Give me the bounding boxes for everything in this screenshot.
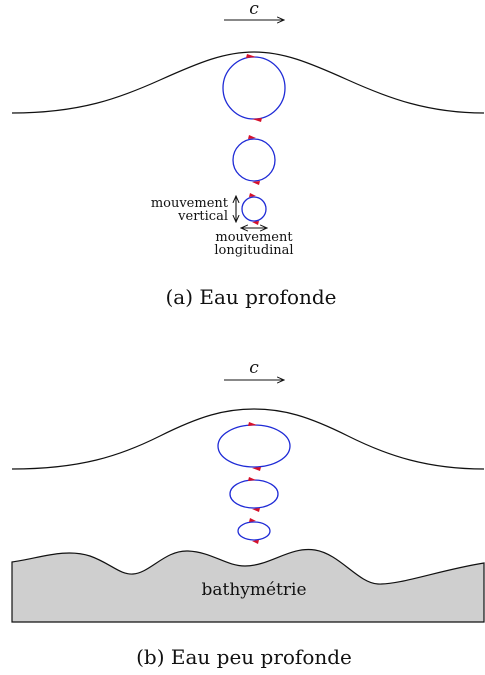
orbit-direction-arrowhead [252, 508, 260, 512]
particle-orbit-surface [222, 56, 286, 120]
vertical-motion-label-line2: vertical [177, 209, 228, 224]
vertical-motion-label-line1: mouvement [151, 196, 229, 211]
orbit-direction-arrowhead [252, 181, 260, 185]
orbit-direction-arrowhead [252, 221, 259, 225]
free-surface [11, 51, 485, 114]
orbit-direction-arrowhead [249, 193, 256, 197]
particle-orbit-middle [232, 138, 276, 182]
longitudinal-motion-label-line1: mouvement [215, 230, 293, 245]
particle-orbit-middle [229, 479, 279, 509]
longitudinal-motion-label-line2: longitudinal [214, 243, 293, 258]
orbit-direction-arrowhead [252, 540, 259, 544]
orbit-direction-arrowhead [248, 422, 257, 426]
speed-label: c [249, 0, 259, 19]
panel-b-caption: (b) Eau peu profonde [136, 645, 352, 669]
orbit-direction-arrowhead [246, 54, 256, 58]
orbit-direction-arrowhead [252, 467, 261, 471]
panel-shallow-water: c bathymétrie (b) Eau peu profonde [11, 358, 485, 669]
seabed-label: bathymétrie [201, 580, 306, 600]
panel-a-caption: (a) Eau profonde [165, 285, 336, 309]
seabed [11, 548, 485, 623]
orbit-direction-arrowhead [249, 518, 256, 522]
panel-deep-water: c mouvement vertical mouvement longitudi… [11, 0, 485, 309]
orbit-direction-arrowhead [252, 118, 262, 122]
particle-orbit-surface [217, 424, 291, 468]
orbit-direction-arrowhead [248, 135, 256, 139]
orbit-direction-arrowhead [248, 477, 256, 481]
free-surface [11, 408, 485, 470]
speed-label: c [249, 358, 259, 378]
particle-orbit-bottom [237, 521, 271, 541]
particle-orbit-bottom [241, 196, 267, 222]
